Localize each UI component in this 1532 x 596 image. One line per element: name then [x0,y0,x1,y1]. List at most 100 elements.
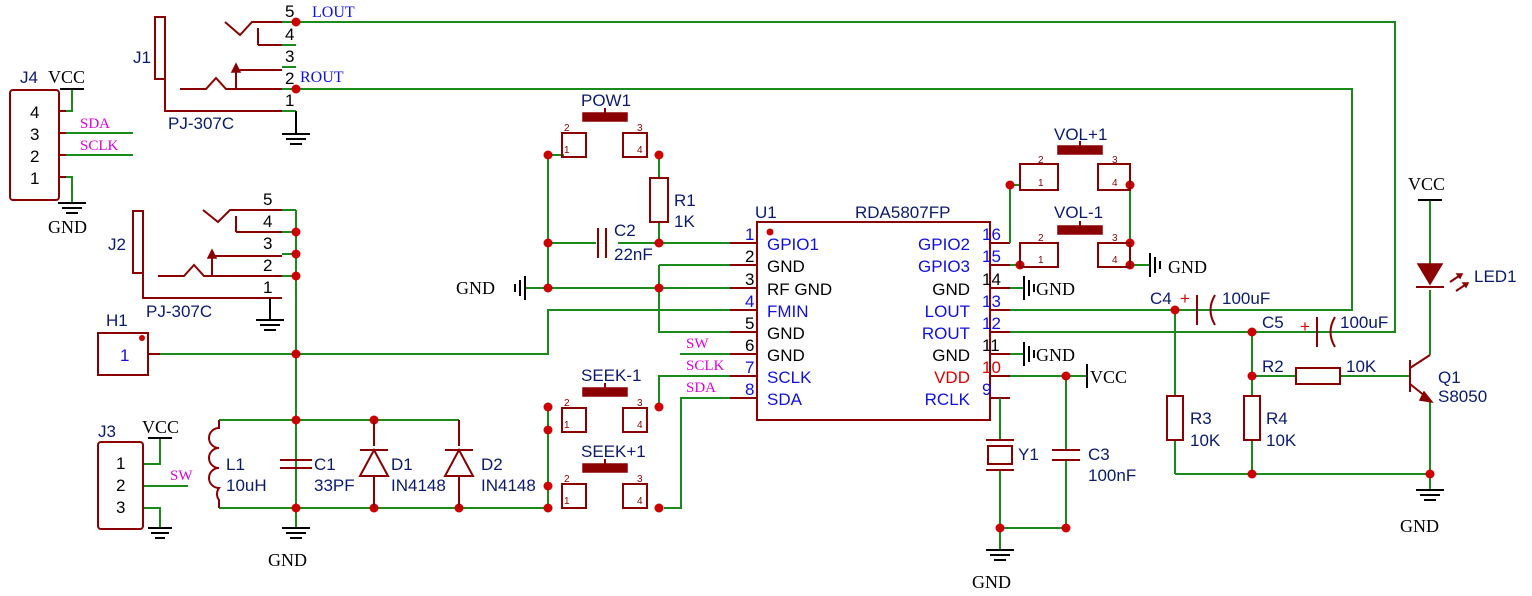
c1-capacitor: C1 33PF [280,455,355,495]
u1-pin-number: 16 [982,225,1001,244]
sclk-net-label: SCLK [80,138,119,154]
u1-pin-name: GPIO2 [918,235,970,254]
u1-pin-number: 13 [982,292,1001,311]
j3-pin: 1 [116,454,125,473]
vol-down-ref: VOL-1 [1054,203,1103,222]
button-pin: 4 [637,145,643,156]
c5-capacitor: + C5 100uF [1262,313,1388,348]
h1-designator: H1 [106,311,128,330]
seek-up-button: SEEK+1 2 1 3 4 [561,442,648,509]
c3-capacitor: C3 100nF [1052,445,1136,485]
d1-diode: D1 IN4148 [358,420,446,508]
u1-pin-name: RCLK [925,390,971,409]
lout-net-label: LOUT [312,4,355,21]
j4-pin: 4 [30,103,39,122]
u1-part: RDA5807FP [855,203,950,222]
r3-resistor: R3 10K [1166,395,1221,450]
c4-value: 100uF [1222,289,1270,308]
c2-value: 22nF [614,245,653,264]
u1-pin-name: GPIO1 [767,235,819,254]
c1-value: 33PF [314,476,355,495]
u1-pin-number: 10 [982,358,1001,377]
gnd-symbol [514,276,526,300]
j2-pin: 5 [263,190,272,209]
c4-capacitor: + C4 100uF [1150,289,1270,326]
c3-ref: C3 [1088,445,1110,464]
vcc-label: VCC [1408,174,1445,194]
button-pin: 2 [564,398,570,409]
j1-designator: J1 [133,48,151,67]
c1-ref: C1 [314,455,336,474]
r4-ref: R4 [1266,409,1288,428]
u1-pin-number: 9 [982,380,991,399]
sclk-net-label: SCLK [686,358,725,374]
u1-pin-name: RF GND [767,280,832,299]
gnd-symbol [1149,253,1161,277]
c3-value: 100nF [1088,466,1136,485]
gnd-symbol [986,549,1014,561]
gnd-label: GND [268,550,307,570]
button-pin: 2 [564,474,570,485]
gnd-label: GND [1036,345,1075,365]
rout-net-label: ROUT [300,69,344,86]
j2-designator: J2 [108,235,126,254]
seek-down-ref: SEEK-1 [581,366,641,385]
j4-designator: J4 [20,68,38,87]
button-pin: 3 [637,398,643,409]
q1-transistor: Q1 S8050 [1409,354,1487,406]
junctions [291,17,1435,533]
gnd-symbol [58,202,86,214]
j4-pin: 1 [30,169,39,188]
c2-ref: C2 [614,221,636,240]
button-pin: 1 [1038,255,1044,266]
u1-pin-number: 8 [745,380,754,399]
u1-pin-name: FMIN [767,302,809,321]
button-pin: 3 [637,474,643,485]
c4-plus: + [1180,289,1190,308]
u1-pin-name: GND [932,280,970,299]
u1-pin-number: 6 [745,336,754,355]
u1-pin-name: SDA [767,390,803,409]
j3-pin: 3 [116,498,125,517]
r1-resistor: R1 1K [649,177,696,231]
gnd-symbol [1023,276,1035,300]
gnd-symbol [148,527,172,539]
seek-down-button: SEEK-1 2 1 3 4 [561,366,648,433]
j1-pin: 2 [285,69,294,88]
u1-pin-name: GND [767,324,805,343]
d2-ref: D2 [481,455,503,474]
vcc-label: VCC [142,417,179,437]
button-pin: 4 [637,496,643,507]
r2-resistor: R2 10K [1262,357,1377,385]
r2-value: 10K [1346,357,1377,376]
r3-value: 10K [1190,431,1221,450]
sw-net-label: SW [686,336,709,352]
button-pin: 1 [1038,178,1044,189]
vol-down-button: VOL-1 2 1 3 4 [1019,203,1131,268]
button-pin: 1 [564,420,570,431]
gnd-label: GND [1400,516,1439,536]
vcc-label: VCC [48,67,85,87]
h1-pin: 1 [120,346,129,365]
j3-connector: J3 1 2 3 SW VCC [97,417,193,530]
button-pin: 3 [1112,233,1118,244]
gnd-label: GND [1168,257,1207,277]
u1-pin-number: 2 [745,247,754,266]
q1-value: S8050 [1438,387,1487,406]
gnd-label: GND [456,278,495,298]
gnd-symbol [282,527,310,539]
u1-pin-name: ROUT [922,324,970,343]
sda-net-label: SDA [80,116,110,132]
u1-pin-number: 7 [745,358,754,377]
button-pin: 1 [564,145,570,156]
u1-pin-name: SCLK [767,368,812,387]
j2-pin: 3 [263,234,272,253]
u1-pin-name: GPIO3 [918,257,970,276]
j2-pin: 2 [263,256,272,275]
q1-ref: Q1 [1438,368,1461,387]
d2-value: IN4148 [481,476,536,495]
u1-pin-number: 1 [745,225,754,244]
button-pin: 2 [1038,155,1044,166]
vol-up-button: VOL+1 2 1 3 4 [1019,125,1131,191]
u1-pin-name: GND [767,346,805,365]
